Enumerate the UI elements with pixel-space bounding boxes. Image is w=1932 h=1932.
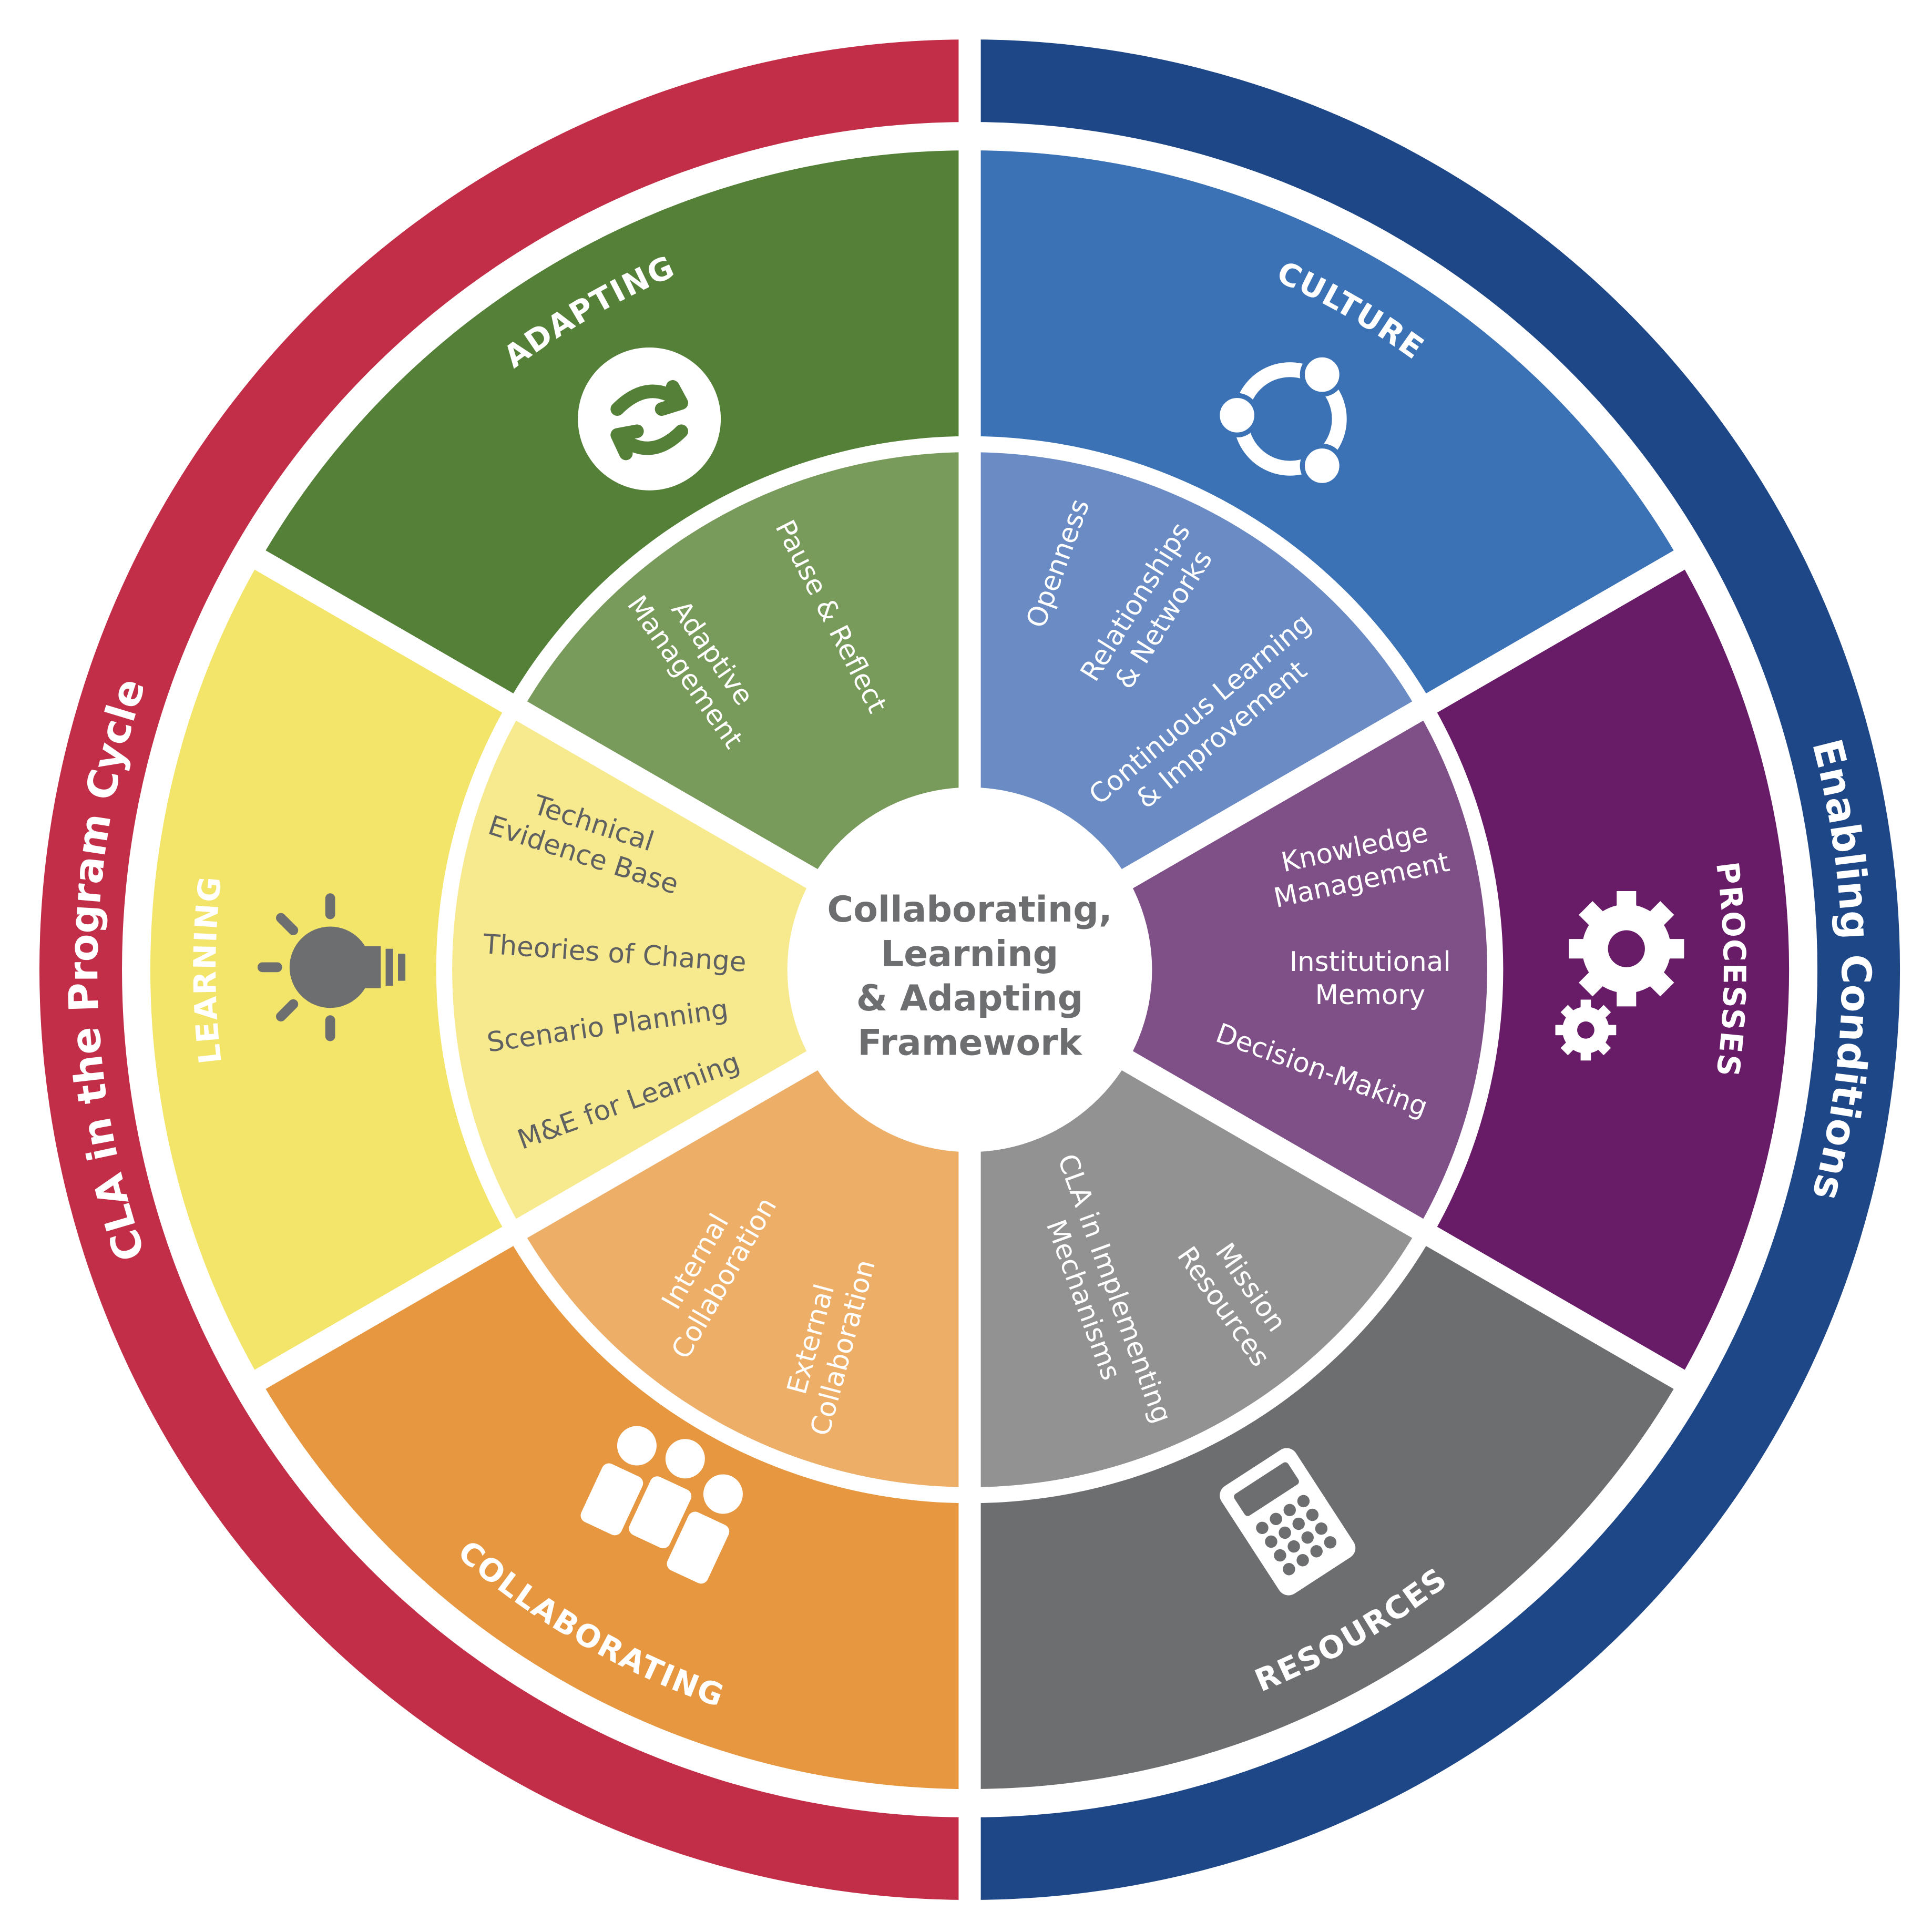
inner-segment-processes (969, 711, 1487, 1229)
inner-segment-learning (452, 711, 970, 1229)
sub-item-line: Memory (1315, 979, 1425, 1011)
center-title-line: Framework (857, 1022, 1082, 1064)
cycle-arrows-icon (578, 347, 721, 490)
center-title-line: Learning (881, 934, 1058, 975)
center-circle (787, 787, 1152, 1152)
divider (251, 1046, 826, 1391)
people-circle-icon (1214, 352, 1347, 488)
center-title-line: & Adapting (856, 978, 1083, 1019)
center-title-line: Collaborating, (827, 889, 1112, 931)
team-icon (580, 1426, 743, 1584)
sub-item-line: Institutional (1290, 946, 1451, 978)
gears-icon (1555, 891, 1684, 1061)
lightbulb-icon (257, 893, 406, 1041)
divider (1113, 548, 1688, 893)
divider (1113, 1046, 1688, 1391)
calculator-icon (1220, 1448, 1356, 1596)
divider (251, 548, 826, 893)
